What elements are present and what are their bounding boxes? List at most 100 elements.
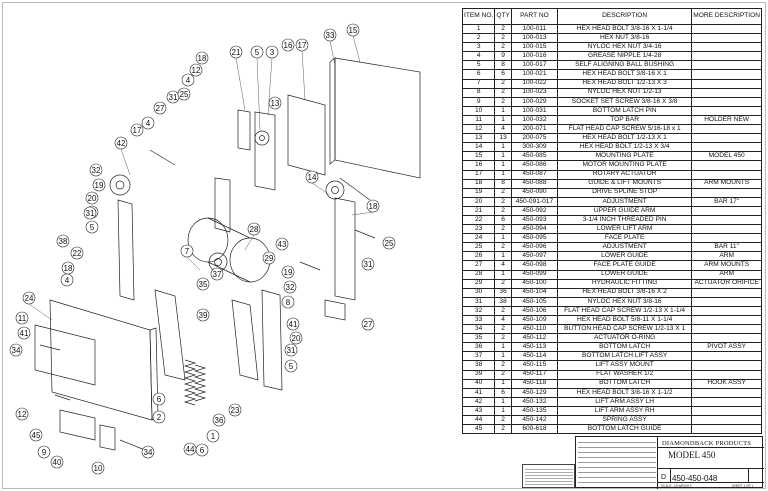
bom-cell-item: 13 <box>461 133 496 144</box>
item-balloon: 17 <box>295 38 309 52</box>
bom-cell-qty: 1 <box>494 405 512 417</box>
balloon-label: 27 <box>156 104 165 113</box>
bom-cell-description: HEX HEAD BOLT 1/2-13 X 3 <box>556 78 693 89</box>
balloon-circle <box>181 73 195 87</box>
bom-cell-qty: 2 <box>494 42 512 53</box>
bom-cell-item: 33 <box>461 314 496 326</box>
item-balloon: 22 <box>70 246 84 260</box>
bom-cell-description: MOUNTING PLATE <box>556 151 693 162</box>
bom-cell-qty: 4 <box>494 314 512 326</box>
balloon-label: 3 <box>270 48 275 57</box>
lower-lift-arm <box>154 289 186 381</box>
balloon-label: 23 <box>231 406 240 415</box>
balloon-label: 16 <box>284 41 293 50</box>
bom-cell-description: ADJUSTMENT <box>556 196 693 207</box>
bom-cell-item: 35 <box>461 333 496 344</box>
bom-header-more-description: MORE DESCRIPTION <box>691 8 762 25</box>
balloon-label: 8 <box>286 298 291 307</box>
item-balloon: 45 <box>29 428 43 442</box>
balloon-circle <box>85 220 99 234</box>
item-balloon: 37 <box>210 267 224 281</box>
balloon-circle <box>15 311 29 325</box>
balloon-label: 15 <box>349 26 358 35</box>
mounting-plate <box>334 57 421 179</box>
item-balloon: 24 <box>22 291 36 305</box>
bom-cell-part-no: 100-029 <box>510 96 558 107</box>
bom-cell-more-description <box>691 314 762 326</box>
bom-cell-description: SOCKET SET SCREW 3/8-16 X 3/8 <box>556 96 693 107</box>
balloon-circle <box>323 28 337 42</box>
sheet-count: SHEET 1 OF 1 <box>732 484 754 488</box>
bom-cell-qty: 2 <box>494 278 512 289</box>
bom-cell-part-no: 450-117 <box>510 369 558 380</box>
bom-cell-part-no: 450-106 <box>510 305 558 317</box>
item-balloon: 25 <box>382 236 396 250</box>
bom-cell-description: NYLOC HEX NUT 3/8-16 <box>556 296 693 307</box>
item-balloon: 18 <box>61 261 75 275</box>
bom-cell-more-description <box>691 87 762 98</box>
balloon-label: 41 <box>20 329 29 338</box>
bom-cell-qty: 1 <box>494 378 512 389</box>
balloon-circle <box>141 445 155 459</box>
bom-cell-item: 36 <box>461 342 496 353</box>
balloon-label: 45 <box>32 431 41 440</box>
bom-cell-more-description <box>691 396 762 407</box>
bom-cell-item: 5 <box>461 60 496 71</box>
bom-cell-item: 7 <box>461 78 496 89</box>
bom-cell-description: MOTOR MOUNTING PLATE <box>556 160 693 171</box>
item-balloon: 31 <box>83 206 97 220</box>
bom-cell-description: NYLOC HEX NUT 1/2-13 <box>556 87 693 98</box>
balloon-circle <box>361 257 375 271</box>
bom-cell-qty: 2 <box>494 87 512 98</box>
bom-cell-part-no: 450-086 <box>510 160 558 171</box>
item-balloon: 18 <box>366 199 380 213</box>
bom-header-part-no: PART NO <box>510 8 558 25</box>
bom-cell-item: 25 <box>461 242 496 253</box>
bom-cell-qty: 1 <box>494 342 512 353</box>
balloon-circle <box>281 38 295 52</box>
balloon-label: 31 <box>169 93 178 102</box>
bom-cell-description: HEX NUT 3/8-16 <box>556 33 693 44</box>
bom-cell-part-no: 450-100 <box>510 278 558 289</box>
balloon-label: 4 <box>65 276 70 285</box>
item-balloon: 31 <box>166 90 180 104</box>
balloon-circle <box>206 429 220 443</box>
bom-cell-description: DRIVE SPLINE STOP <box>556 187 693 198</box>
balloon-label: 4 <box>146 119 151 128</box>
item-balloon: 39 <box>196 308 210 322</box>
bom-cell-item: 27 <box>461 260 496 271</box>
bom-cell-description: FLAT WASHER 1/2 <box>556 369 693 380</box>
bom-cell-more-description: ARM MOUNTS <box>691 178 762 189</box>
balloon-label: 19 <box>95 181 104 190</box>
bom-cell-part-no: 100-031 <box>510 105 558 116</box>
bom-cell-more-description <box>691 42 762 53</box>
balloon-label: 20 <box>292 334 301 343</box>
bom-cell-description: 3-1/4 INCH THREADED PIN <box>556 214 693 226</box>
bom-cell-item: 41 <box>461 387 496 398</box>
bom-cell-item: 8 <box>461 87 496 98</box>
bom-cell-part-no: 450-113 <box>510 342 558 353</box>
bom-cell-more-description <box>691 124 762 135</box>
balloon-label: 42 <box>117 139 126 148</box>
bom-cell-more-description: PIVOT ASSY <box>691 342 762 353</box>
bom-cell-qty: 2 <box>494 324 512 335</box>
bom-cell-description: HEX HEAD BOLT 1/2-13 X 1 <box>556 133 693 144</box>
bom-cell-qty: 2 <box>494 33 512 44</box>
bom-cell-more-description <box>691 287 762 298</box>
bom-cell-description: ACTUATOR O-RING <box>556 333 693 344</box>
balloon-circle <box>92 178 106 192</box>
bom-cell-part-no: 100-016 <box>510 51 558 62</box>
balloon-circle <box>295 38 309 52</box>
balloon-label: 25 <box>385 239 394 248</box>
item-balloon: 21 <box>229 45 243 59</box>
